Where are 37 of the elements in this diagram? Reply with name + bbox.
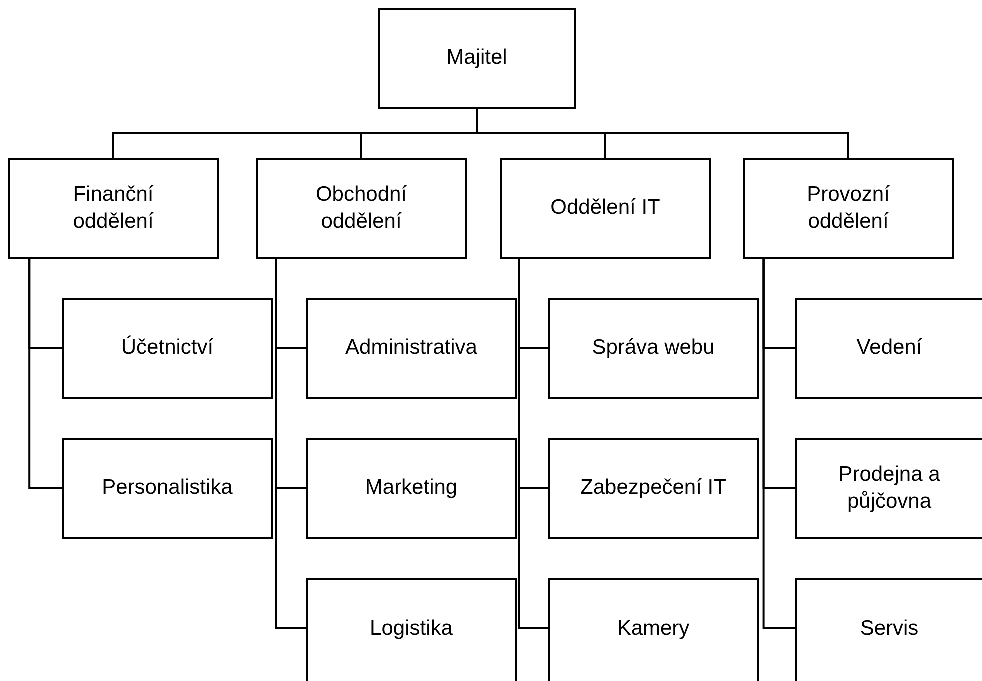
org-box [795, 298, 982, 399]
box-label: Majitel [446, 45, 508, 72]
org-box [548, 578, 759, 681]
box-label: Logistika [370, 616, 453, 642]
connector-line [518, 259, 548, 630]
org-box [8, 158, 219, 259]
org-box [500, 158, 711, 259]
connector-line [476, 109, 850, 158]
box-label: Servis [860, 616, 919, 642]
connector-line [275, 259, 306, 630]
box-label: Zabezpečení IT [580, 475, 726, 502]
org-box [62, 438, 273, 539]
box-label: Personalistika [102, 475, 233, 502]
box-label: Vedení [856, 335, 922, 362]
org-box [306, 578, 517, 681]
connector-line [28, 259, 62, 490]
box-label: Správa webu [592, 335, 715, 362]
org-box [256, 158, 467, 259]
org-box [378, 8, 576, 109]
box-label: Prodejna a půjčovna [838, 462, 942, 514]
connector-line [762, 259, 795, 630]
box-label: Finanční oddělení [72, 182, 155, 234]
box-label: Marketing [365, 475, 458, 502]
box-label: Účetnictví [121, 335, 214, 362]
org-box [62, 298, 273, 399]
box-label: Oddělení IT [550, 195, 660, 222]
org-box [795, 578, 982, 681]
org-box [548, 438, 759, 539]
org-box [548, 298, 759, 399]
box-label: Administrativa [346, 335, 478, 362]
org-box [306, 298, 517, 399]
box-label: Obchodní oddělení [314, 182, 408, 234]
org-box [795, 438, 982, 539]
box-label: Kamery [617, 616, 690, 642]
org-box [306, 438, 517, 539]
org-box [743, 158, 954, 259]
box-label: Provozní oddělení [806, 182, 891, 234]
